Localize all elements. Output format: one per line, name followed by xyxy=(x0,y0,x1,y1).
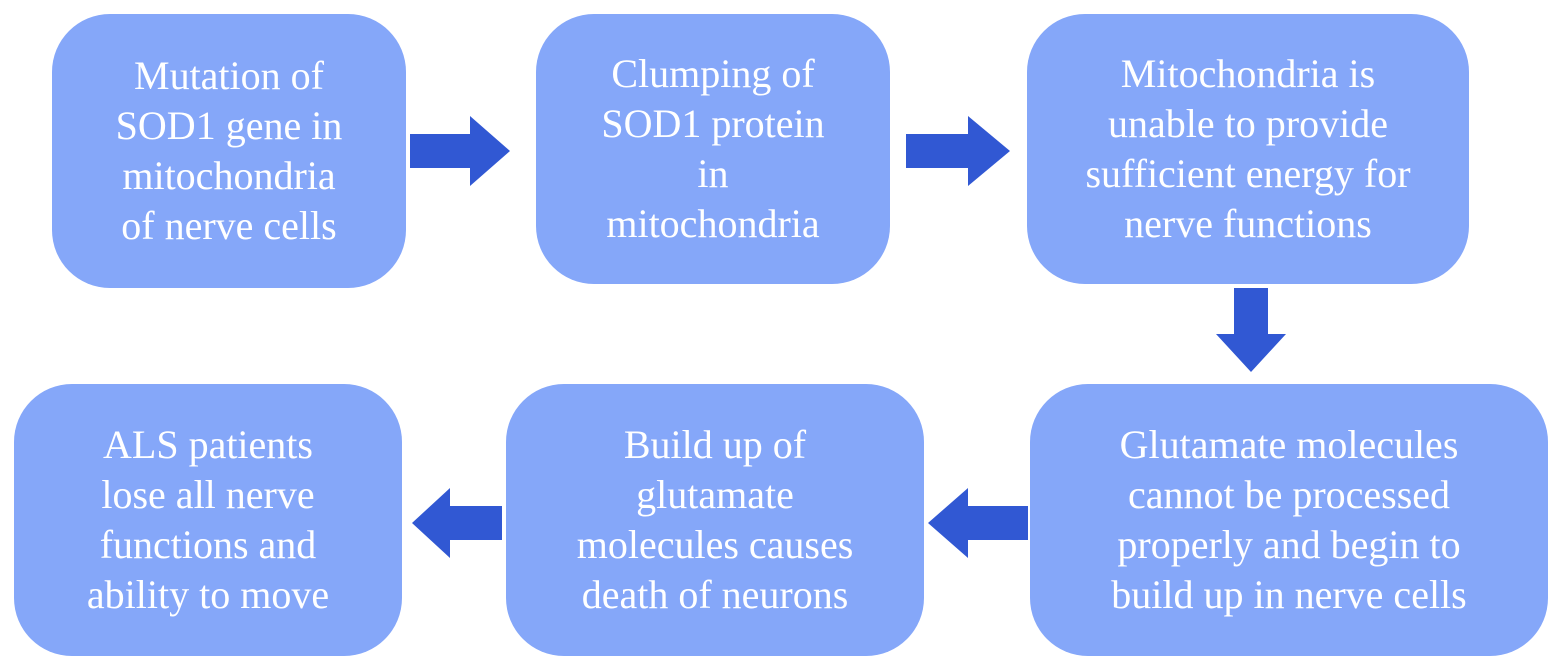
flow-step-6-text: ALS patients lose all nerve functions an… xyxy=(86,422,330,617)
flow-step-3: Mitochondria is unable to provide suffic… xyxy=(1027,14,1469,284)
arrow-right-icon xyxy=(410,116,510,186)
flow-step-4-text: Glutamate molecules cannot be processed … xyxy=(1111,422,1467,617)
arrow-right-icon xyxy=(906,116,1010,186)
flow-step-1-text: Mutation of SOD1 gene in mitochondria of… xyxy=(115,53,343,248)
flow-step-5-text: Build up of glutamate molecules causes d… xyxy=(576,422,854,617)
flow-step-5: Build up of glutamate molecules causes d… xyxy=(506,384,924,656)
flow-step-2: Clumping of SOD1 protein in mitochondria xyxy=(536,14,890,284)
arrow-left-icon xyxy=(412,488,502,558)
flow-step-6: ALS patients lose all nerve functions an… xyxy=(14,384,402,656)
flow-step-1: Mutation of SOD1 gene in mitochondria of… xyxy=(52,14,406,288)
arrow-left-icon xyxy=(928,488,1028,558)
flow-step-3-text: Mitochondria is unable to provide suffic… xyxy=(1085,51,1411,246)
flow-step-2-text: Clumping of SOD1 protein in mitochondria xyxy=(601,51,825,246)
flow-step-4: Glutamate molecules cannot be processed … xyxy=(1030,384,1548,656)
arrow-down-icon xyxy=(1216,288,1286,372)
